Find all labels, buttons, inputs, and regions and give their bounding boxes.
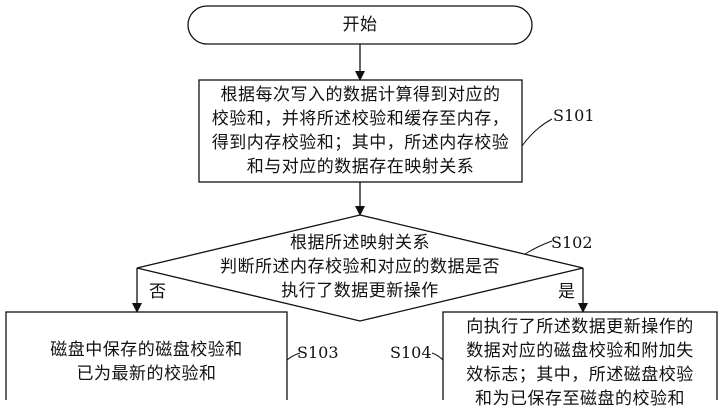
step-id-s102: S102	[551, 233, 593, 252]
s101-line-4: 和与对应的数据存在映射关系	[246, 157, 475, 177]
s102-line-2: 判断所述内存校验和对应的数据是否	[220, 257, 500, 277]
branch-label-no: 否	[149, 282, 166, 302]
branch-label-yes: 是	[558, 282, 575, 302]
start-label-text: 开始	[342, 15, 378, 35]
leader-line-s102	[524, 240, 553, 255]
s101-line-2: 校验和，并将所述校验和缓存至内存，	[211, 109, 510, 129]
decision-diamond-s102	[136, 214, 584, 322]
process-box-s103	[5, 311, 288, 400]
s104-line-2: 数据对应的磁盘校验和附加失	[466, 341, 694, 361]
s101-line-1: 根据每次写入的数据计算得到对应的	[220, 85, 501, 105]
s104-line-4: 和为已保存至磁盘的校验和	[475, 389, 685, 409]
leader-line-s103	[286, 352, 301, 361]
step-id-s101: S101	[553, 106, 595, 125]
s104-line-3: 效标志；其中，所述磁盘校验	[466, 365, 694, 385]
s103-text: 磁盘中保存的磁盘校验和 已为最新的校验和	[6, 338, 287, 386]
step-id-s103: S103	[297, 343, 339, 362]
s102-line-3: 执行了数据更新操作	[281, 281, 439, 301]
s103-line-1: 磁盘中保存的磁盘校验和	[50, 340, 243, 360]
process-box-s104	[442, 311, 718, 400]
s102-line-1: 根据所述映射关系	[290, 233, 430, 253]
s102-text: 根据所述映射关系 判断所述内存校验和对应的数据是否 执行了数据更新操作	[200, 231, 520, 303]
leader-line-s104	[431, 352, 444, 361]
step-id-s104: S104	[390, 343, 432, 362]
s104-line-1: 向执行了所述数据更新操作的	[466, 317, 694, 337]
process-box-s101	[198, 79, 523, 183]
start-label: 开始	[188, 13, 532, 37]
leader-line-s101	[521, 118, 553, 147]
s101-line-3: 得到内存校验和；其中，所述内存校验	[211, 133, 510, 153]
s104-text: 向执行了所述数据更新操作的 数据对应的磁盘校验和附加失 效标志；其中，所述磁盘校…	[443, 315, 717, 411]
flowchart-canvas	[5, 5, 718, 400]
s101-text: 根据每次写入的数据计算得到对应的 校验和，并将所述校验和缓存至内存， 得到内存校…	[199, 83, 522, 179]
s103-line-2: 已为最新的校验和	[76, 364, 217, 384]
